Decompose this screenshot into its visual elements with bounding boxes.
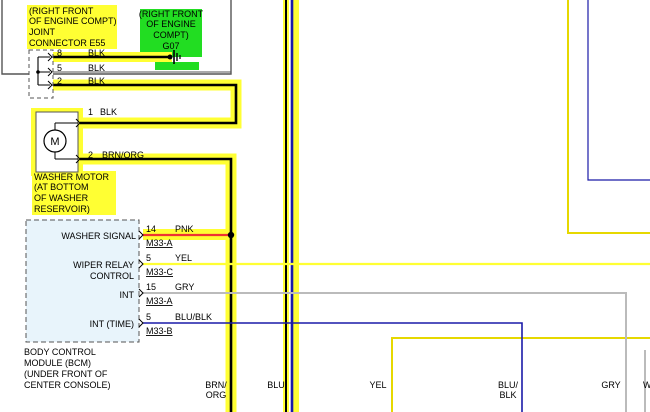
motor-label-line: (AT BOTTOM bbox=[34, 182, 89, 192]
motor-wire-color: BLK bbox=[100, 107, 117, 117]
ground-label-line: (RIGHT FRONT bbox=[139, 9, 204, 19]
bottom-wire-label: W bbox=[643, 380, 650, 390]
joint-wire-color: BLK bbox=[88, 63, 105, 73]
bcm-pin-number: 5 bbox=[146, 312, 151, 322]
bcm-module bbox=[25, 219, 144, 343]
highlight-ground-symbol bbox=[155, 62, 199, 70]
bcm-connector-id: M33-C bbox=[146, 267, 174, 277]
bcm-signal-int: INT 15 GRY M33-A bbox=[120, 282, 195, 306]
bcm-pin-number: 15 bbox=[146, 282, 156, 292]
wire-right-blue bbox=[587, 0, 650, 181]
bottom-wire-label: BLU/ bbox=[498, 380, 519, 390]
highlight-ground-label bbox=[140, 9, 202, 57]
ground-label: (RIGHT FRONT OF ENGINE COMPT) G07 bbox=[139, 9, 204, 51]
bcm-connector-id: M33-B bbox=[146, 326, 173, 336]
bcm-pin-number: 14 bbox=[146, 224, 156, 234]
wire-int-time bbox=[143, 322, 523, 412]
bcm-signal-washer: WASHER SIGNAL 14 PNK M33-A bbox=[61, 224, 193, 248]
highlight-joint-label bbox=[27, 5, 117, 49]
ground-label-line: OF ENGINE bbox=[146, 19, 196, 29]
motor-label-line: WASHER MOTOR bbox=[34, 172, 110, 182]
bcm-signal-wiper: WIPER RELAY CONTROL 5 YEL M33-C bbox=[73, 253, 192, 281]
joint-pin-number: 5 bbox=[57, 63, 62, 73]
motor-symbol: M bbox=[50, 136, 59, 148]
bcm-label-line: CENTER CONSOLE) bbox=[24, 380, 111, 390]
bcm-label-line: MODULE (BCM) bbox=[24, 358, 91, 368]
bcm-wire-color: BLU/BLK bbox=[175, 312, 212, 322]
bottom-wire-label: BLU bbox=[267, 380, 285, 390]
joint-label: (RIGHT FRONT OF ENGINE COMPT) JOINT CONN… bbox=[29, 6, 117, 48]
joint-label-line: JOINT bbox=[29, 27, 56, 37]
highlight-motor-label bbox=[32, 171, 116, 215]
bottom-wire-label: BRN/ bbox=[205, 380, 227, 390]
bcm-wire-color: PNK bbox=[175, 224, 194, 234]
washer-motor: M bbox=[35, 111, 81, 173]
splice-dot bbox=[227, 231, 235, 239]
joint-pins: 8 BLK 5 BLK 2 BLK bbox=[57, 48, 105, 86]
bcm-connector-id: M33-A bbox=[146, 296, 173, 306]
motor-pin-number: 1 bbox=[88, 107, 93, 117]
joint-label-line: OF ENGINE COMPT) bbox=[29, 16, 117, 26]
bcm-wire-color: GRY bbox=[175, 282, 194, 292]
joint-pin-number: 8 bbox=[57, 48, 62, 58]
bcm-signal-name: WIPER RELAY bbox=[73, 260, 134, 270]
ground-g07-icon bbox=[167, 50, 181, 64]
bcm-label-line: (UNDER FRONT OF bbox=[24, 369, 108, 379]
joint-connector-e55 bbox=[28, 49, 54, 99]
joint-label-line: (RIGHT FRONT bbox=[29, 6, 94, 16]
ground-label-line: COMPT) bbox=[153, 30, 189, 40]
bcm-label: BODY CONTROL MODULE (BCM) (UNDER FRONT O… bbox=[24, 347, 111, 390]
bcm-pin-chevrons-icon bbox=[138, 230, 144, 328]
bcm-label-line: BODY CONTROL bbox=[24, 347, 96, 357]
bcm-signal-name: WASHER SIGNAL bbox=[61, 231, 136, 241]
joint-wire-color: BLK bbox=[88, 76, 105, 86]
bcm-signal-name: CONTROL bbox=[90, 271, 134, 281]
bcm-wire-color: YEL bbox=[175, 253, 192, 263]
bcm-signal-name: INT bbox=[120, 290, 135, 300]
joint-label-line: CONNECTOR E55 bbox=[29, 38, 105, 48]
motor-label: WASHER MOTOR (AT BOTTOM OF WASHER RESERV… bbox=[34, 172, 110, 214]
ground-id: G07 bbox=[162, 41, 179, 51]
wire-motor-pin2 bbox=[80, 157, 233, 412]
bottom-wire-labels: BRN/ ORG BLU YEL BLU/ BLK GRY W bbox=[205, 380, 650, 400]
bottom-wire-label: YEL bbox=[369, 380, 386, 390]
joint-wire-color: BLK bbox=[88, 48, 105, 58]
wire-right-yellow bbox=[567, 0, 650, 234]
motor-pin-number: 2 bbox=[88, 150, 93, 160]
bottom-wire-label: BLK bbox=[499, 390, 516, 400]
wire-joint-pin2 bbox=[52, 83, 238, 125]
joint-pin-chevrons-icon bbox=[47, 52, 53, 90]
wire-int bbox=[143, 292, 627, 412]
motor-wire-color: BRN/ORG bbox=[102, 150, 144, 160]
bottom-wire-label: ORG bbox=[206, 390, 227, 400]
bcm-signal-int-time: INT (TIME) 5 BLU/BLK M33-B bbox=[90, 312, 212, 336]
bcm-signal-name: INT (TIME) bbox=[90, 319, 134, 329]
bcm-pin-number: 5 bbox=[146, 253, 151, 263]
motor-label-line: RESERVOIR) bbox=[34, 204, 90, 214]
motor-label-line: OF WASHER bbox=[34, 193, 89, 203]
ground-frame bbox=[1, 0, 232, 75]
joint-pin-number: 2 bbox=[57, 76, 62, 86]
highlight-bus-right bbox=[293, 0, 299, 412]
bottom-wire-label: GRY bbox=[601, 380, 620, 390]
wire-bottom-yellow bbox=[391, 337, 650, 412]
motor-pins: 1 BLK 2 BRN/ORG bbox=[88, 107, 144, 160]
bcm-connector-id: M33-A bbox=[146, 238, 173, 248]
